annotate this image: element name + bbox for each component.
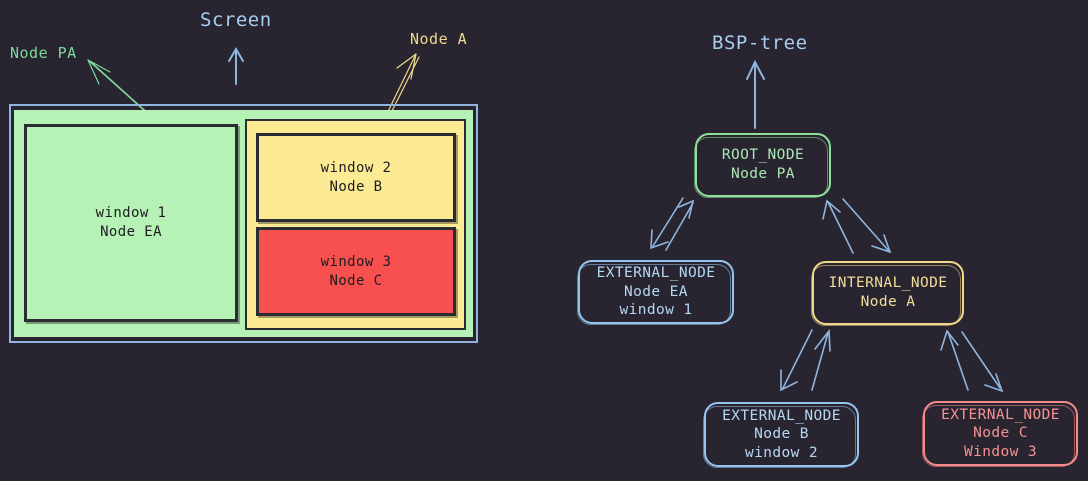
tree-node-internal-a[interactable]: INTERNAL_NODE Node A (811, 261, 964, 326)
edge-root-to-ea-down (650, 197, 684, 250)
window-2-title: window 2 (320, 159, 392, 176)
tree-node-ea-name: Node EA (624, 283, 688, 300)
edge-internal-to-b-down (780, 329, 813, 392)
edge-b-to-internal-up (811, 328, 831, 391)
tree-node-external-c[interactable]: EXTERNAL_NODE Node C Window 3 (922, 401, 1078, 467)
window-3[interactable]: window 3 Node C (256, 227, 456, 316)
tree-node-internal-name: Node A (860, 294, 916, 310)
bsp-tree-title: BSP-tree (712, 32, 808, 54)
screen-outer-frame (9, 104, 478, 343)
tree-node-root-name: Node PA (731, 166, 795, 182)
tree-node-c-type: EXTERNAL_NODE (941, 406, 1060, 423)
tree-node-external-b[interactable]: EXTERNAL_NODE Node B window 2 (703, 402, 859, 468)
window-2-node: Node B (329, 178, 383, 195)
window-1-node: Node EA (100, 224, 162, 240)
tree-node-external-ea[interactable]: EXTERNAL_NODE Node EA window 1 (577, 260, 734, 325)
window-1[interactable]: window 1 Node EA (24, 124, 238, 322)
tree-node-b-name: Node B (754, 426, 809, 443)
edge-c-to-internal-up (940, 329, 969, 391)
annotation-node-a: Node A (410, 30, 468, 48)
tree-node-root-type: ROOT_NODE (721, 147, 805, 164)
edge-ea-to-root-up (665, 199, 695, 251)
tree-node-internal-type: INTERNAL_NODE (828, 275, 948, 292)
edge-root-to-internal-down (842, 198, 892, 254)
screen-title-arrow (228, 47, 244, 85)
window-1-title: window 1 (95, 205, 167, 222)
screen-title: Screen (200, 9, 272, 31)
edge-internal-to-root-up (822, 199, 854, 254)
tree-node-ea-type: EXTERNAL_NODE (596, 265, 716, 282)
window-3-title: window 3 (320, 253, 392, 270)
window-2[interactable]: window 2 Node B (256, 133, 456, 222)
edge-internal-to-c-down (961, 331, 1004, 393)
bsp-title-arrow (746, 59, 765, 129)
tree-node-b-type: EXTERNAL_NODE (722, 407, 841, 424)
tree-node-b-window: window 2 (744, 444, 819, 461)
tree-node-c-window: Window 3 (963, 443, 1038, 460)
window-3-node: Node C (329, 272, 383, 289)
tree-node-root[interactable]: ROOT_NODE Node PA (694, 133, 831, 198)
tree-node-c-name: Node C (973, 425, 1028, 442)
tree-node-ea-window: window 1 (619, 302, 693, 319)
annotation-node-pa: Node PA (10, 44, 77, 62)
